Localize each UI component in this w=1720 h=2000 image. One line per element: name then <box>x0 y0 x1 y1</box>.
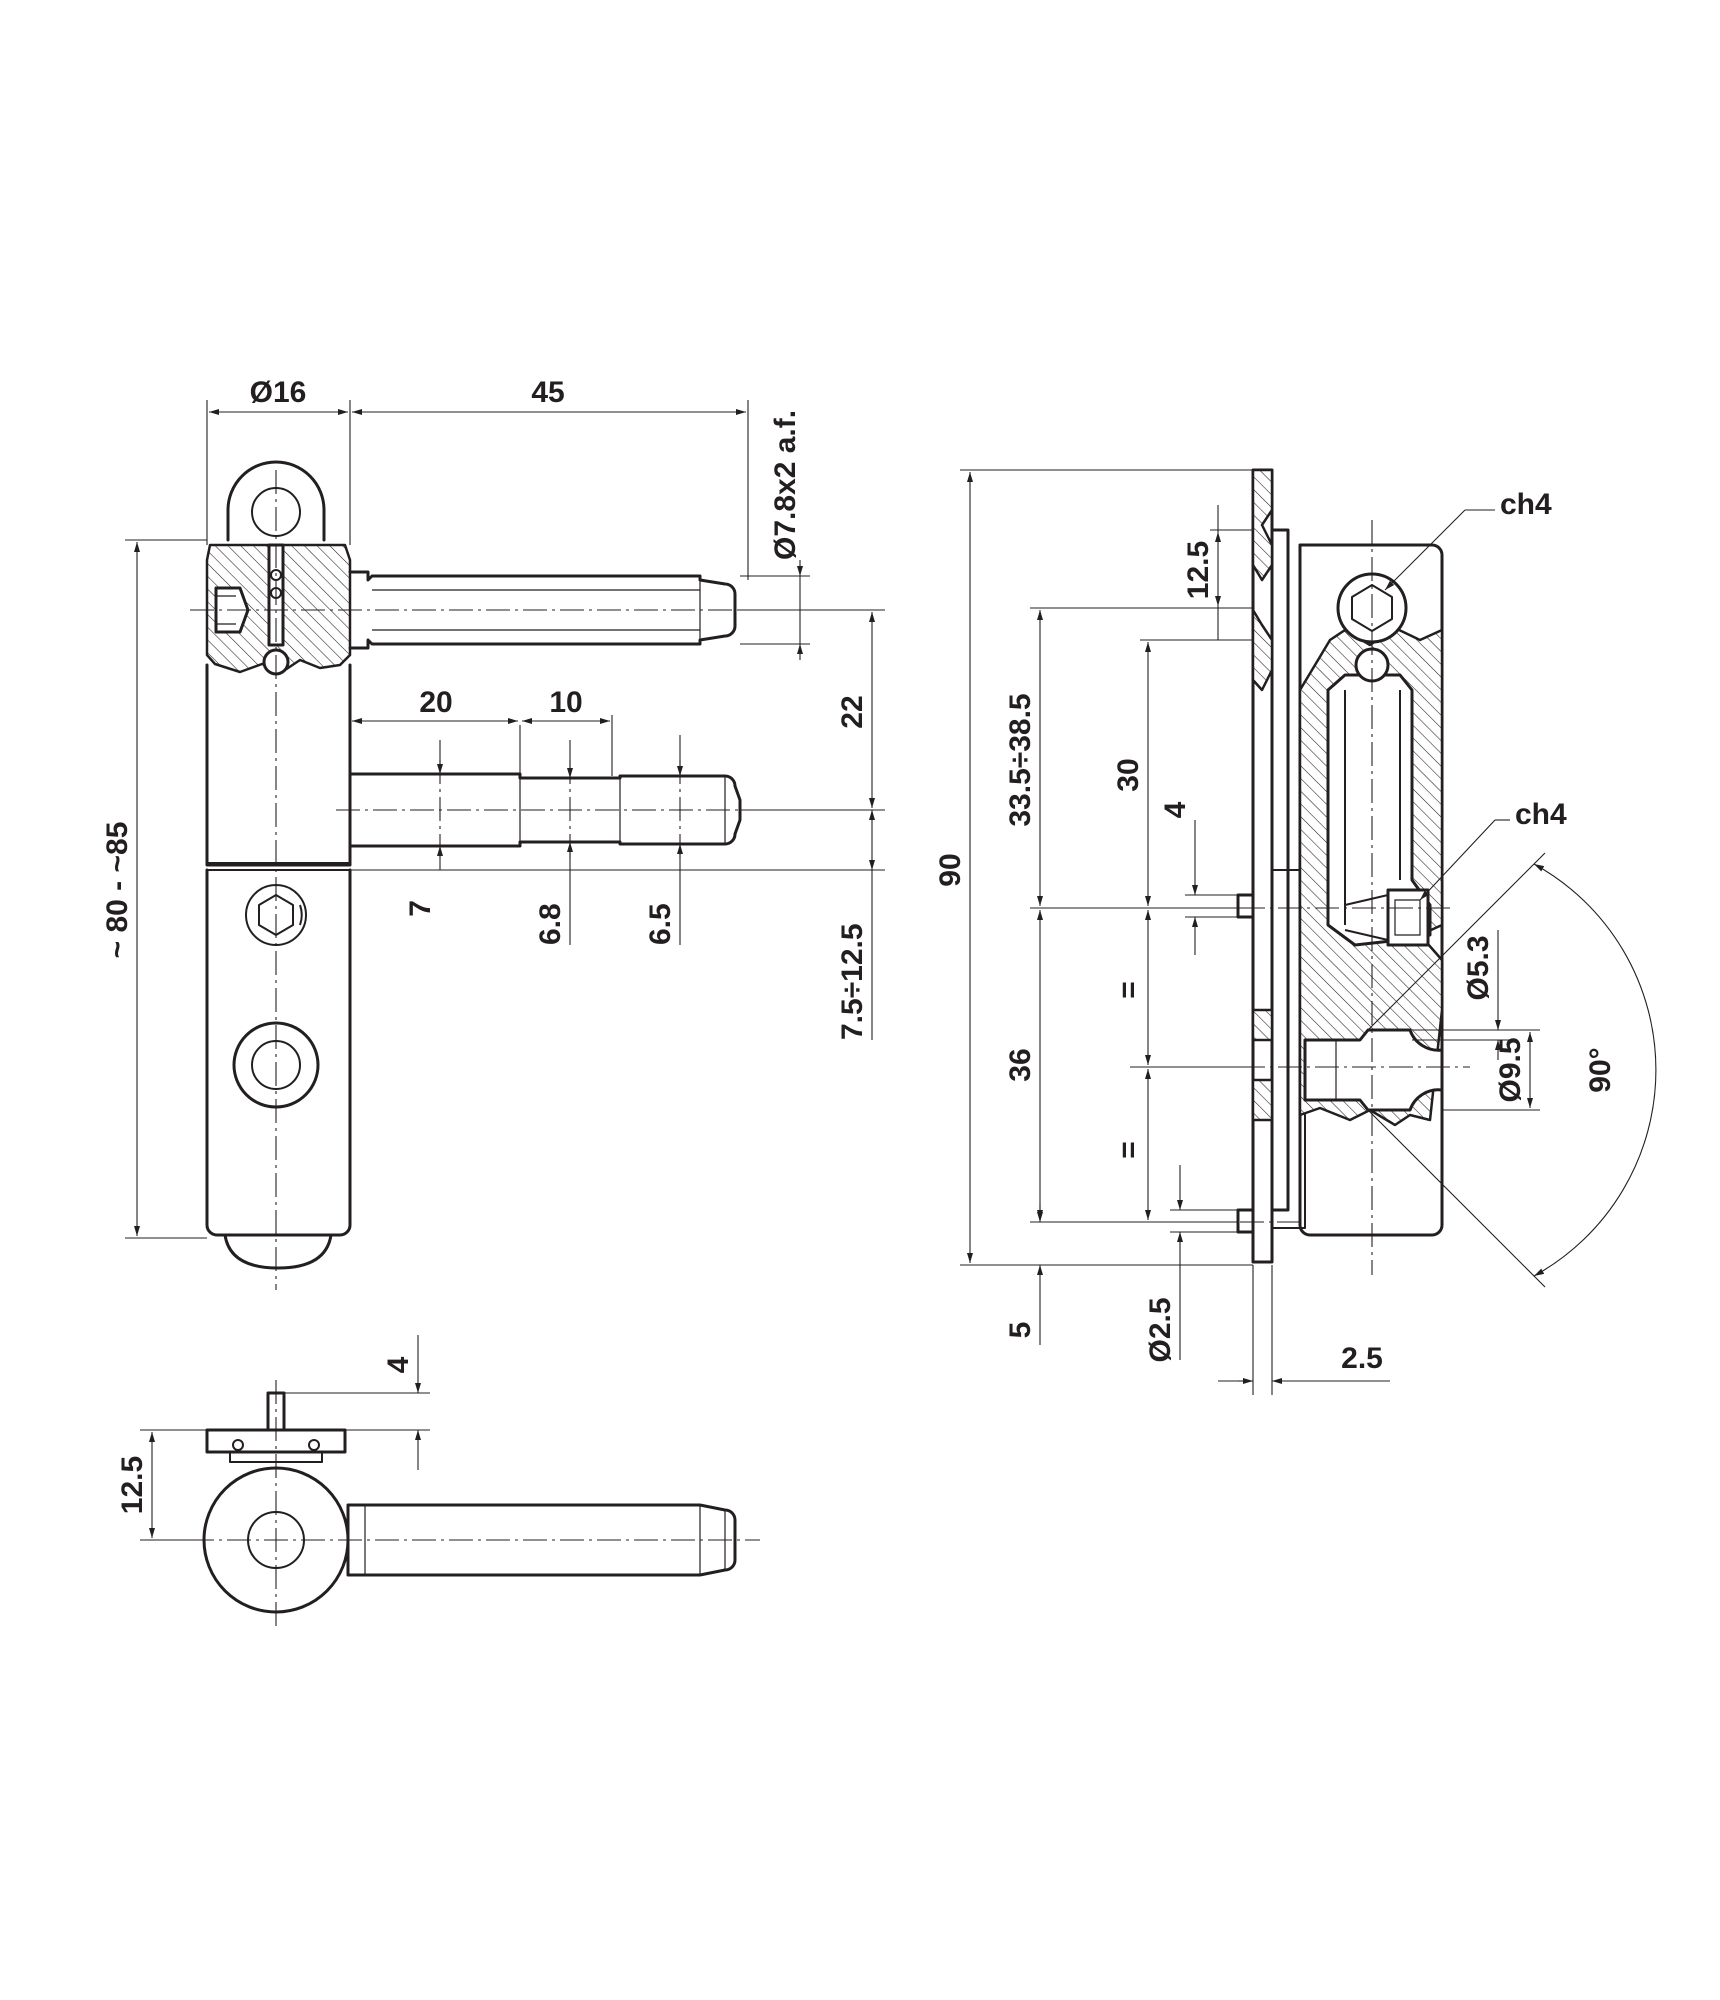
top-view-dimensions: 12.5 4 <box>116 1335 430 1541</box>
side-knuckle <box>1298 543 1444 1237</box>
upper-pin <box>348 570 737 650</box>
dim-plate-offset: 12.5 <box>116 1456 149 1514</box>
dim-head-diameter: Ø16 <box>250 376 307 409</box>
dim-pin-offset-range: 7.5÷12.5 <box>836 923 869 1040</box>
side-view <box>1130 468 1470 1275</box>
bottom-cap <box>223 1233 333 1270</box>
top-lug <box>226 460 326 542</box>
dim-pin-length: 45 <box>531 376 564 409</box>
dim-equal-lower: = <box>1112 1141 1145 1159</box>
upper-peg <box>1236 893 1255 919</box>
side-view-dimensions: 90 12.5 33.5÷38.5 30 4 = = 36 <box>934 469 1657 1395</box>
dim-step-diameter-1: 7 <box>404 900 437 917</box>
main-body <box>205 663 352 867</box>
dim-top-offset: 12.5 <box>1182 541 1215 599</box>
dim-plate-thickness: 2.5 <box>1341 1342 1383 1375</box>
dim-hole-diameter-large: Ø9.5 <box>1494 1037 1527 1102</box>
dim-step-length-1: 20 <box>419 686 452 719</box>
dim-overall-height: ~ 80 - ~85 <box>101 822 134 959</box>
lower-stepped-pin <box>348 768 742 848</box>
front-view <box>190 460 760 1290</box>
dim-pin-section: Ø7.8x2 a.f. <box>769 410 802 560</box>
dim-total-height: 90 <box>934 853 967 886</box>
dim-adjust-range: 33.5÷38.5 <box>1004 693 1037 826</box>
label-hex-key-side: ch4 <box>1515 798 1567 831</box>
dim-pin-spacing: 22 <box>836 695 869 728</box>
dim-equal-upper: = <box>1112 981 1145 999</box>
mounting-plate <box>1251 468 1274 1264</box>
dim-peg-height: 4 <box>382 1356 415 1373</box>
dim-step-length-2: 10 <box>549 686 582 719</box>
top-view <box>190 1380 760 1630</box>
dim-pin-to-hole: 30 <box>1112 758 1145 791</box>
label-hex-key-top: ch4 <box>1500 488 1552 521</box>
dim-peg-diameter: Ø2.5 <box>1144 1297 1177 1362</box>
dim-peg-length: 4 <box>1159 801 1192 818</box>
dim-countersink-angle: 90° <box>1584 1047 1617 1092</box>
dim-bottom-offset: 5 <box>1004 1322 1037 1339</box>
dim-step-diameter-3: 6.5 <box>644 903 677 945</box>
dim-step-diameter-2: 6.8 <box>534 903 567 945</box>
lower-hole <box>1303 1028 1444 1112</box>
lower-body <box>205 868 352 1237</box>
front-view-dimensions: Ø16 45 Ø7.8x2 a.f. 22 7.5÷12.5 20 10 7 <box>101 376 885 1239</box>
dim-hole-spacing: 36 <box>1004 1048 1037 1081</box>
lower-peg <box>1236 1208 1255 1234</box>
dim-hole-diameter-small: Ø5.3 <box>1462 935 1495 1000</box>
